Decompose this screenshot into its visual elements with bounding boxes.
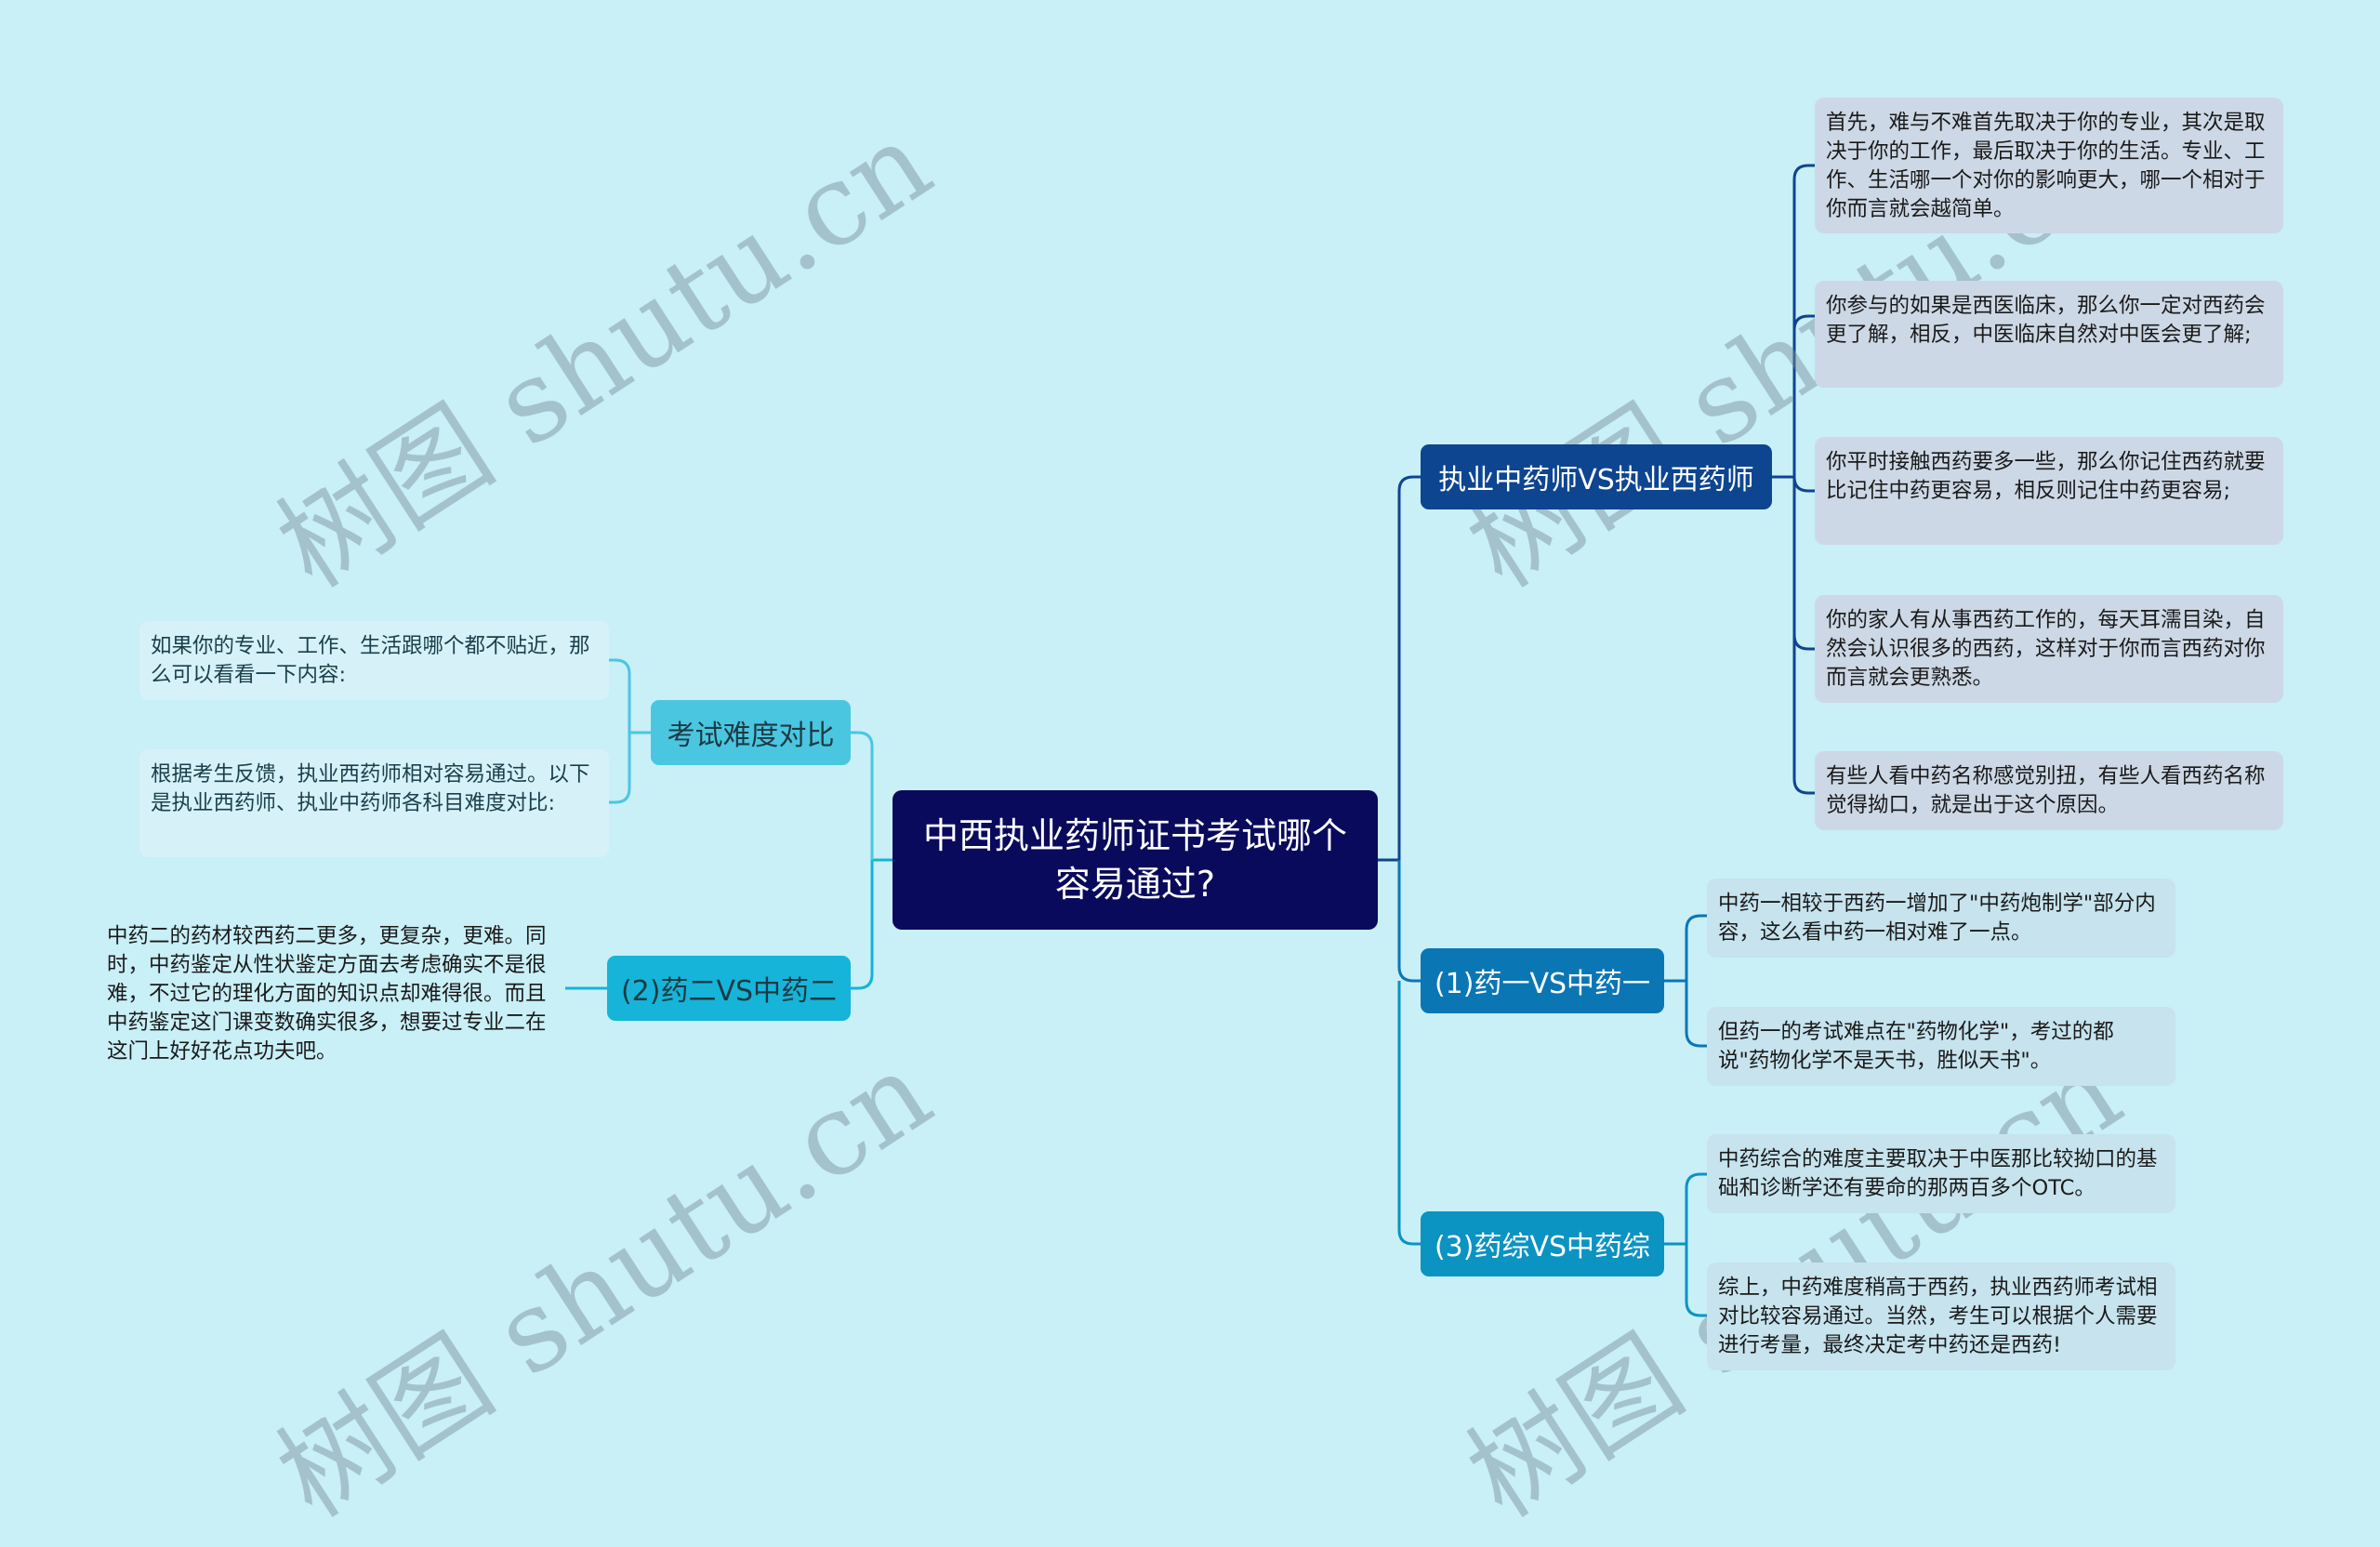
leaf-node[interactable]: 你的家人有从事西药工作的，每天耳濡目染，自然会认识很多的西药，这样对于你而言西药… [1815,595,2283,703]
leaf-node[interactable]: 综上，中药难度稍高于西药，执业西药师考试相对比较容易通过。当然，考生可以根据个人… [1707,1263,2175,1370]
branch-label: 考试难度对比 [667,720,835,752]
leaf-text: 根据考生反馈，执业西药师相对容易通过。以下是执业西药师、执业中药师各科目难度对比… [151,762,590,815]
branch-subject-one[interactable]: (1)药一VS中药一 [1421,948,1664,1013]
leaf-text: 中药二的药材较西药二更多，更复杂，更难。同时，中药鉴定从性状鉴定方面去考虑确实不… [107,924,547,1064]
leaf-text: 你平时接触西药要多一些，那么你记住西药就要比记住中药更容易，相反则记住中药更容易… [1826,450,2266,503]
branch-difficulty-comparison[interactable]: 考试难度对比 [651,700,851,765]
root-node[interactable]: 中西执业药师证书考试哪个容易通过? [892,790,1378,930]
leaf-text: 综上，中药难度稍高于西药，执业西药师考试相对比较容易通过。当然，考生可以根据个人… [1718,1276,2158,1357]
leaf-text: 中药综合的难度主要取决于中医那比较拗口的基础和诊断学还有要命的那两百多个OTC。 [1718,1147,2158,1200]
branch-label: 执业中药师VS执业西药师 [1438,464,1754,496]
leaf-node[interactable]: 有些人看中药名称感觉别扭，有些人看西药名称觉得拗口，就是出于这个原因。 [1815,751,2283,830]
leaf-text: 你参与的如果是西医临床，那么你一定对西药会更了解，相反，中医临床自然对中医会更了… [1826,294,2266,347]
leaf-node[interactable]: 你参与的如果是西医临床，那么你一定对西药会更了解，相反，中医临床自然对中医会更了… [1815,281,2283,388]
branch-subject-two[interactable]: (2)药二VS中药二 [607,956,851,1021]
leaf-text: 中药一相较于西药一增加了"中药炮制学"部分内容，这么看中药一相对难了一点。 [1718,892,2156,945]
branch-label: (2)药二VS中药二 [620,975,838,1008]
branch-label: (3)药综VS中药综 [1434,1231,1651,1263]
leaf-node[interactable]: 首先，难与不难首先取决于你的专业，其次是取决于你的工作，最后取决于你的生活。专业… [1815,98,2283,233]
root-title: 中西执业药师证书考试哪个容易通过? [922,815,1347,905]
leaf-text: 如果你的专业、工作、生活跟哪个都不贴近，那么可以看看一下内容: [151,634,590,687]
leaf-node[interactable]: 根据考生反馈，执业西药师相对容易通过。以下是执业西药师、执业中药师各科目难度对比… [139,749,609,857]
leaf-node[interactable]: 中药一相较于西药一增加了"中药炮制学"部分内容，这么看中药一相对难了一点。 [1707,879,2175,958]
leaf-node[interactable]: 你平时接触西药要多一些，那么你记住西药就要比记住中药更容易，相反则记住中药更容易… [1815,437,2283,545]
leaf-node[interactable]: 如果你的专业、工作、生活跟哪个都不贴近，那么可以看看一下内容: [139,621,609,700]
leaf-node[interactable]: 中药二的药材较西药二更多，更复杂，更难。同时，中药鉴定从性状鉴定方面去考虑确实不… [96,911,565,1069]
branch-practicing-pharmacist[interactable]: 执业中药师VS执业西药师 [1421,444,1772,509]
leaf-text: 你的家人有从事西药工作的，每天耳濡目染，自然会认识很多的西药，这样对于你而言西药… [1826,608,2266,690]
leaf-text: 首先，难与不难首先取决于你的专业，其次是取决于你的工作，最后取决于你的生活。专业… [1826,111,2266,221]
leaf-text: 但药一的考试难点在"药物化学"，考过的都说"药物化学不是天书，胜似天书"。 [1718,1020,2114,1073]
branch-label: (1)药一VS中药一 [1434,968,1651,1000]
leaf-text: 有些人看中药名称感觉别扭，有些人看西药名称觉得拗口，就是出于这个原因。 [1826,764,2266,817]
leaf-node[interactable]: 但药一的考试难点在"药物化学"，考过的都说"药物化学不是天书，胜似天书"。 [1707,1007,2175,1086]
leaf-node[interactable]: 中药综合的难度主要取决于中医那比较拗口的基础和诊断学还有要命的那两百多个OTC。 [1707,1134,2175,1213]
watermark: 树图 shutu.cn [257,98,953,613]
branch-comprehensive[interactable]: (3)药综VS中药综 [1421,1211,1664,1276]
